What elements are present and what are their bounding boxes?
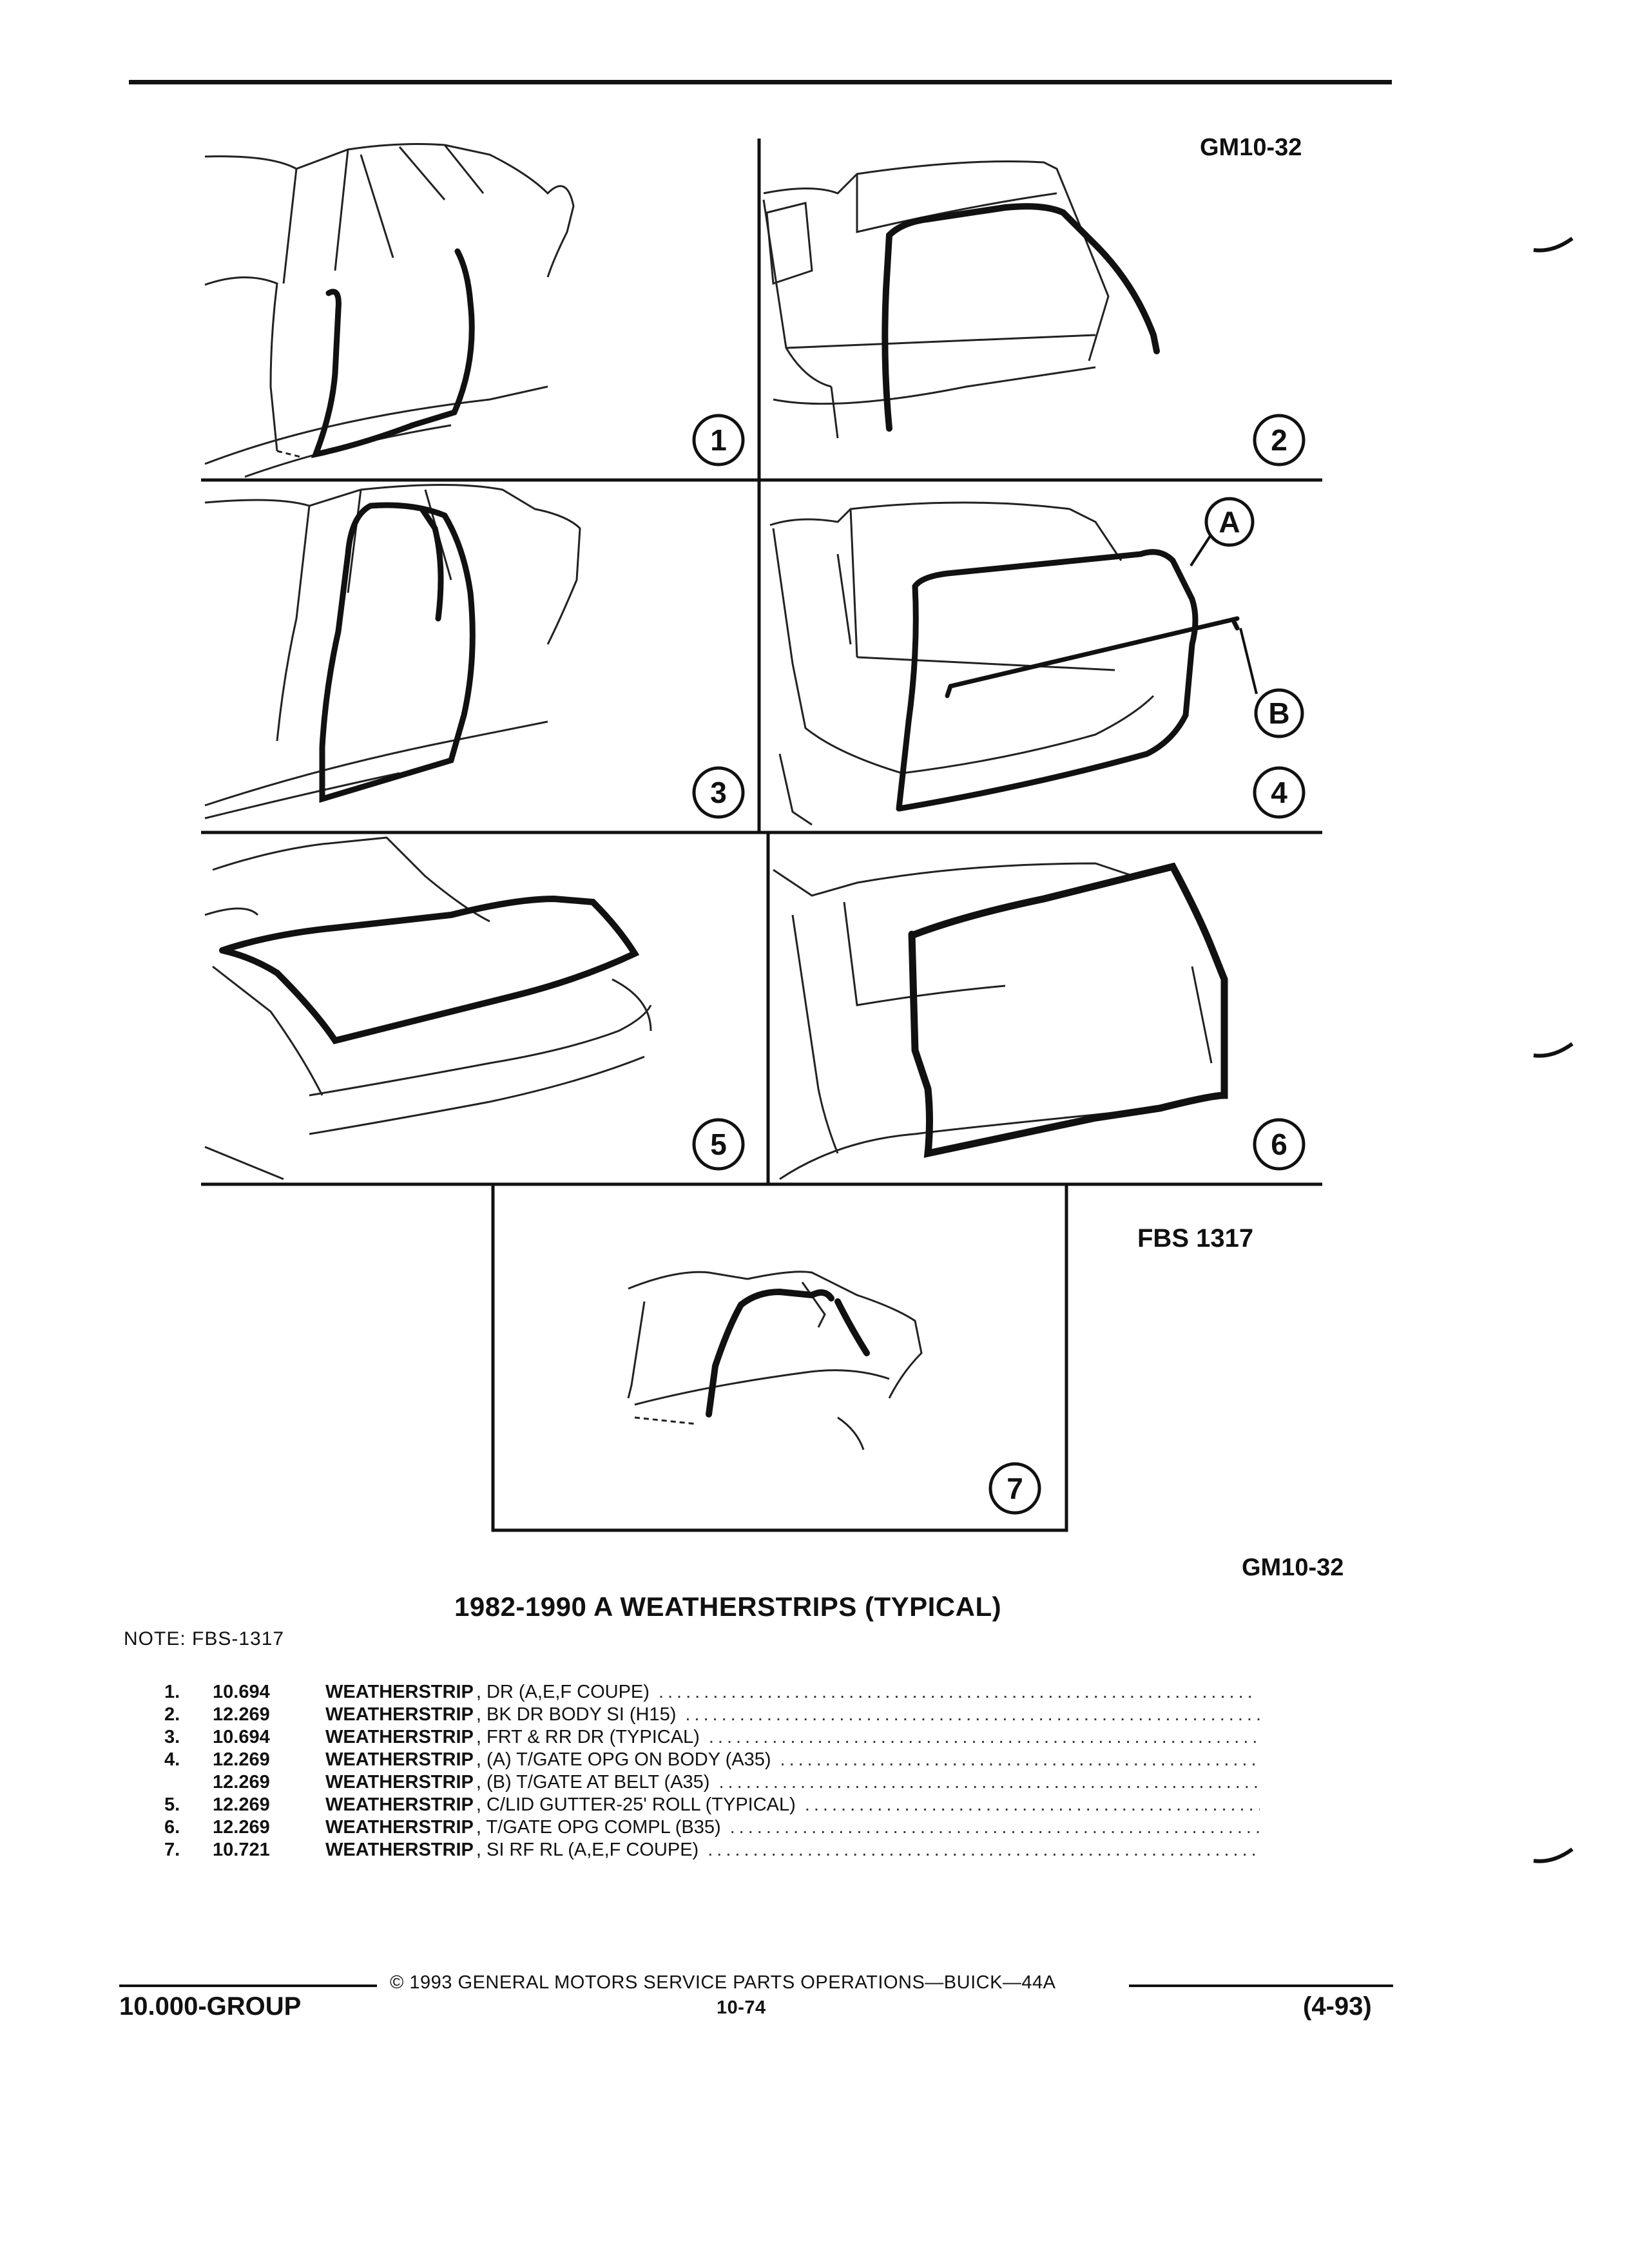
part-number: 7. (164, 1840, 180, 1860)
part-name: WEATHERSTRIP (325, 1727, 474, 1747)
panel-7-label-circle (988, 1462, 1041, 1515)
page-title: 1982-1990 A WEATHERSTRIPS (TYPICAL) (454, 1591, 1002, 1622)
parts-row: 7. 10.721 WEATHERSTRIP , SI RF RL (A,E,F… (164, 1840, 1260, 1862)
page-number: 10-74 (717, 1997, 766, 2018)
panel-5-label: 5 (710, 1128, 727, 1161)
panel-6-weatherstrip (908, 862, 1228, 1158)
binding-marks (1533, 236, 1574, 1863)
panel-5-illustration (204, 836, 652, 1180)
callout-leaders (1190, 535, 1258, 695)
part-number: 2. (164, 1704, 180, 1725)
part-name: WEATHERSTRIP (325, 1749, 474, 1770)
leader-dots: ........................................… (780, 1749, 1260, 1770)
panel-7-weatherstrip (706, 1288, 870, 1418)
panel-7-illustration (627, 1271, 923, 1450)
parts-row: 12.269 WEATHERSTRIP , (B) T/GATE AT BELT… (164, 1772, 1260, 1794)
panel-4-weatherstrip-a (896, 549, 1199, 812)
parts-row: 6. 12.269 WEATHERSTRIP , T/GATE OPG COMP… (164, 1817, 1260, 1840)
figure-code-bottom: GM10-32 (1242, 1554, 1344, 1581)
figure-code-top: GM10-32 (1200, 134, 1302, 161)
panel-3-label: 3 (710, 776, 727, 809)
callout-b-label: B (1268, 697, 1289, 730)
panel-4-illustration (769, 501, 1155, 826)
panel-6-label-circle (1253, 1118, 1306, 1171)
group-number: 12.269 (213, 1817, 270, 1838)
parts-row: 1. 10.694 WEATHERSTRIP , DR (A,E,F COUPE… (164, 1682, 1260, 1704)
grid-lines (201, 139, 1322, 1532)
panel-number-circles (692, 414, 1306, 1515)
panel-1-label: 1 (710, 423, 727, 457)
part-name: WEATHERSTRIP (325, 1704, 474, 1725)
group-number: 12.269 (213, 1772, 270, 1792)
weatherstrip-diagram: 1 2 3 4 5 6 7 A B (201, 139, 1322, 1532)
panel-6-label: 6 (1271, 1128, 1287, 1161)
panel-2-label-circle (1253, 414, 1306, 466)
group-number: 12.269 (213, 1749, 270, 1770)
part-name: WEATHERSTRIP (325, 1794, 474, 1815)
part-description: , SI RF RL (A,E,F COUPE) (476, 1840, 699, 1860)
part-name: WEATHERSTRIP (325, 1682, 474, 1702)
leader-dots: ........................................… (658, 1682, 1257, 1702)
leader-dots: ........................................… (718, 1772, 1260, 1792)
panel-5-label-circle (692, 1118, 745, 1171)
panel-6-illustration (773, 862, 1213, 1180)
group-number: 10.694 (213, 1682, 270, 1702)
callout-a-circle (1204, 497, 1255, 547)
panel-3-label-circle (692, 766, 745, 819)
group-number: 10.694 (213, 1727, 270, 1747)
panel-2-illustration (762, 160, 1110, 439)
footer-rule-left (119, 1984, 377, 1987)
group-number: 10.721 (213, 1840, 270, 1860)
part-name: WEATHERSTRIP (325, 1817, 474, 1838)
leader-dots: ........................................… (685, 1704, 1260, 1725)
panel-1-weatherstrip (311, 248, 475, 459)
part-number: 5. (164, 1794, 180, 1815)
panel-1-illustration (204, 143, 575, 478)
parts-row: 4. 12.269 WEATHERSTRIP , (A) T/GATE OPG … (164, 1749, 1260, 1772)
parts-row: 2. 12.269 WEATHERSTRIP , BK DR BODY SI (… (164, 1704, 1260, 1727)
note-text: NOTE: FBS-1317 (124, 1628, 285, 1649)
callout-b-circle (1254, 688, 1304, 738)
callout-a-label: A (1219, 505, 1240, 539)
leader-dots: ........................................… (729, 1817, 1260, 1838)
part-number: 6. (164, 1817, 180, 1838)
part-description: , DR (A,E,F COUPE) (476, 1682, 650, 1702)
part-number: 3. (164, 1727, 180, 1747)
panel-3-weatherstrip (319, 502, 476, 803)
top-rule (129, 80, 1392, 84)
part-number: 4. (164, 1749, 180, 1770)
copyright-text: © 1993 GENERAL MOTORS SERVICE PARTS OPER… (390, 1972, 1056, 1993)
group-number: 12.269 (213, 1794, 270, 1815)
part-description: , C/LID GUTTER-25' ROLL (TYPICAL) (476, 1794, 796, 1815)
revision-date: (4-93) (1303, 1992, 1372, 2021)
parts-row: 5. 12.269 WEATHERSTRIP , C/LID GUTTER-25… (164, 1794, 1260, 1817)
panel-7-label: 7 (1007, 1472, 1023, 1505)
part-name: WEATHERSTRIP (325, 1840, 474, 1860)
panel-4-label-circle (1253, 766, 1306, 819)
panel-4-label: 4 (1271, 776, 1287, 809)
panel-1-label-circle (692, 414, 745, 466)
part-description: , BK DR BODY SI (H15) (476, 1704, 677, 1725)
part-description: , T/GATE OPG COMPL (B35) (476, 1817, 721, 1838)
part-name: WEATHERSTRIP (325, 1772, 474, 1792)
parts-list: 1. 10.694 WEATHERSTRIP , DR (A,E,F COUPE… (164, 1682, 1260, 1862)
panel-2-label: 2 (1271, 423, 1287, 457)
footer-rule-right (1129, 1984, 1393, 1987)
leader-dots: ........................................… (804, 1794, 1260, 1815)
leader-dots: ........................................… (708, 1840, 1260, 1860)
panel-2-weatherstrip (882, 203, 1160, 432)
panel-5-weatherstrip (219, 895, 640, 1044)
panel-4-weatherstrip-b (945, 616, 1240, 698)
group-number: 12.269 (213, 1704, 270, 1725)
part-number: 1. (164, 1682, 180, 1702)
figure-id: FBS 1317 (1137, 1224, 1254, 1253)
parts-row: 3. 10.694 WEATHERSTRIP , FRT & RR DR (TY… (164, 1727, 1260, 1749)
leader-dots: ........................................… (708, 1727, 1260, 1747)
part-description: , (B) T/GATE AT BELT (A35) (476, 1772, 710, 1792)
part-description: , (A) T/GATE OPG ON BODY (A35) (476, 1749, 771, 1770)
panel-3-illustration (204, 484, 581, 820)
footer-group: 10.000-GROUP (119, 1992, 302, 2021)
part-description: , FRT & RR DR (TYPICAL) (476, 1727, 700, 1747)
